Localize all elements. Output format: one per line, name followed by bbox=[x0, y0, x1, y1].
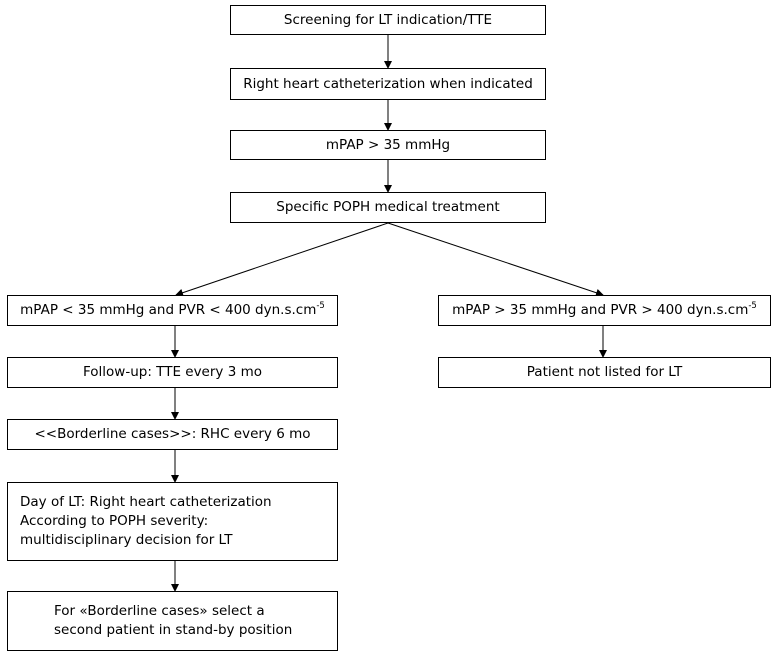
node-right-condition-exponent: -5 bbox=[748, 301, 757, 311]
node-borderline-label: <<Borderline cases>>: RHC every 6 mo bbox=[34, 426, 311, 442]
node-left-condition-text: mPAP < 35 mmHg and PVR < 400 dyn.s.cm-5 bbox=[20, 301, 325, 320]
node-screening: Screening for LT indication/TTE bbox=[230, 5, 546, 35]
node-mpap-label: mPAP > 35 mmHg bbox=[325, 136, 451, 153]
node-borderline: <<Borderline cases>>: RHC every 6 mo bbox=[7, 419, 338, 450]
node-right-condition-text: mPAP > 35 mmHg and PVR > 400 dyn.s.cm-5 bbox=[452, 301, 757, 320]
node-day-of-lt-line-1: Day of LT: Right heart catheterization bbox=[20, 494, 272, 510]
node-day-of-lt-line-3: multidisciplinary decision for LT bbox=[20, 532, 233, 548]
node-standby-line-2: second patient in stand-by position bbox=[54, 622, 293, 638]
node-not-listed-label: Patient not listed for LT bbox=[526, 364, 683, 380]
arrow-treatment-to-right bbox=[387, 222, 604, 297]
node-day-of-lt-line-2: According to POPH severity: bbox=[20, 513, 209, 529]
node-rhc: Right heart catheterization when indicat… bbox=[230, 68, 546, 100]
node-day-of-lt: Day of LT: Right heart catheterization A… bbox=[7, 482, 338, 561]
node-treatment-label: Specific POPH medical treatment bbox=[276, 199, 500, 215]
node-screening-label: Screening for LT indication/TTE bbox=[283, 11, 493, 28]
node-left-condition-exponent: -5 bbox=[316, 301, 325, 311]
node-treatment: Specific POPH medical treatment bbox=[230, 192, 546, 223]
node-rhc-label: Right heart catheterization when indicat… bbox=[243, 75, 533, 92]
arrow-treatment-to-left bbox=[175, 222, 389, 297]
node-left-condition-label: mPAP < 35 mmHg and PVR < 400 dyn.s.cm bbox=[20, 302, 317, 318]
node-followup-label: Follow-up: TTE every 3 mo bbox=[83, 364, 262, 380]
node-standby: For «Borderline cases» select a second p… bbox=[7, 591, 338, 651]
node-not-listed: Patient not listed for LT bbox=[438, 357, 771, 388]
node-right-condition: mPAP > 35 mmHg and PVR > 400 dyn.s.cm-5 bbox=[438, 295, 771, 326]
node-standby-line-1: For «Borderline cases» select a bbox=[54, 603, 265, 619]
node-right-condition-label: mPAP > 35 mmHg and PVR > 400 dyn.s.cm bbox=[452, 302, 749, 318]
node-followup: Follow-up: TTE every 3 mo bbox=[7, 357, 338, 388]
node-mpap: mPAP > 35 mmHg bbox=[230, 130, 546, 160]
node-left-condition: mPAP < 35 mmHg and PVR < 400 dyn.s.cm-5 bbox=[7, 295, 338, 326]
